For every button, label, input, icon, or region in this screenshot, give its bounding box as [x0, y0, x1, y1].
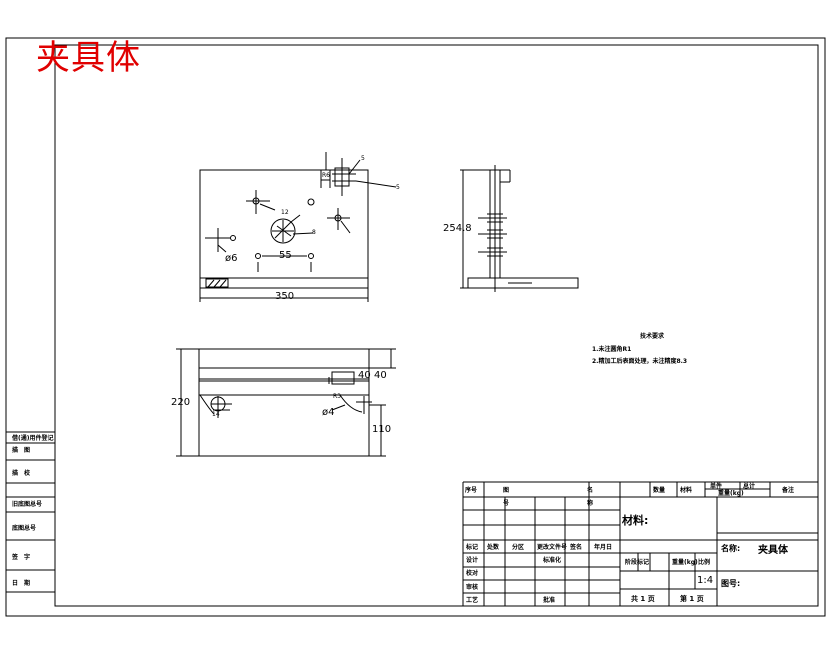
bom-header-cell: 序号 [465, 487, 478, 494]
stage-label: 比例 [698, 559, 711, 566]
dim-hole-top: ø6 [225, 253, 238, 264]
bom-header-cell: 号 [503, 500, 510, 507]
tech-req-title: 技术要求 [640, 333, 665, 340]
bom-header-cell: 重量(kg) [718, 490, 744, 497]
scale-value: 1:4 [697, 575, 714, 586]
name-label: 名称: [721, 544, 741, 553]
dim-r5a: 5 [361, 155, 365, 162]
front-view [176, 348, 396, 457]
dim-width: 350 [275, 291, 295, 302]
std-label: 标准化 [543, 557, 562, 564]
left-strip-label: 底图总号 [12, 525, 37, 532]
dim-r12: 12 [281, 209, 289, 216]
left-strip-label: 签 字 [12, 554, 31, 561]
tech-req-item: 1.未注圆角R1 [592, 346, 632, 353]
bom-header-cell: 备注 [782, 487, 795, 494]
dim-spacing: 55 [279, 250, 292, 261]
sheets-total: 共 1 页 [631, 595, 655, 603]
left-strip-label: 日 期 [12, 580, 31, 587]
sign-row: 审核 [466, 584, 479, 591]
dim-bottom: 110 [372, 424, 392, 435]
left-strip-label: 旧底图总号 [12, 501, 43, 508]
sheet-no: 第 1 页 [680, 595, 704, 603]
left-strip-label: 借(通)用件登记 [12, 435, 54, 442]
dim-front-height: 220 [171, 397, 191, 408]
outer-border [5, 37, 826, 617]
side-view [460, 165, 579, 292]
stage-label: 阶段标记 [625, 559, 650, 566]
bom-header-cell: 材料 [680, 487, 693, 494]
dim-side: R6 [322, 172, 330, 179]
drawing-no-label: 图号: [721, 579, 741, 588]
bom-header-cell: 单件 [710, 483, 723, 490]
title-block-lines [462, 481, 818, 606]
bom-header-cell: 名 [587, 487, 594, 494]
dim-r8: 8 [312, 229, 316, 236]
left-strip-label: 描 图 [12, 447, 31, 454]
bom-header-cell: 称 [587, 500, 594, 507]
bom-header-cell: 图 [503, 487, 510, 494]
left-strip [6, 431, 55, 593]
inner-border [54, 44, 819, 607]
sign-row: 校对 [466, 570, 479, 577]
dim-40b: 40 [374, 370, 387, 381]
dim-r14: 14 [212, 411, 220, 418]
bom-header-cell: 总计 [743, 483, 756, 490]
left-strip-label: 描 校 [12, 470, 31, 477]
top-view [199, 152, 397, 302]
stage-label: 重量(kg) [672, 559, 698, 566]
sign-row: 工艺 [466, 597, 479, 604]
sign-col: 处数 [487, 544, 500, 551]
sign-col: 签名 [570, 544, 583, 551]
dim-40a: 40 [358, 370, 371, 381]
dim-r3: R3 [333, 393, 341, 400]
approve-label: 批准 [543, 597, 556, 604]
dim-r5b: 5 [396, 184, 400, 191]
drawing-title: 夹具体 [36, 38, 141, 78]
dim-hole-front: ø4 [322, 407, 335, 418]
sign-col: 年月日 [594, 544, 613, 551]
sign-col: 分区 [512, 544, 525, 551]
material-label: 材料: [622, 514, 649, 527]
sign-col: 更改文件号 [537, 544, 568, 551]
bom-header-cell: 数量 [653, 487, 666, 494]
sign-col: 标记 [466, 544, 479, 551]
part-name: 夹具体 [758, 545, 788, 556]
sign-row: 设计 [466, 557, 479, 564]
dim-side-height: 254.8 [443, 223, 472, 234]
tech-req-item: 2.精加工后表面处理，未注精度8.3 [592, 358, 688, 365]
